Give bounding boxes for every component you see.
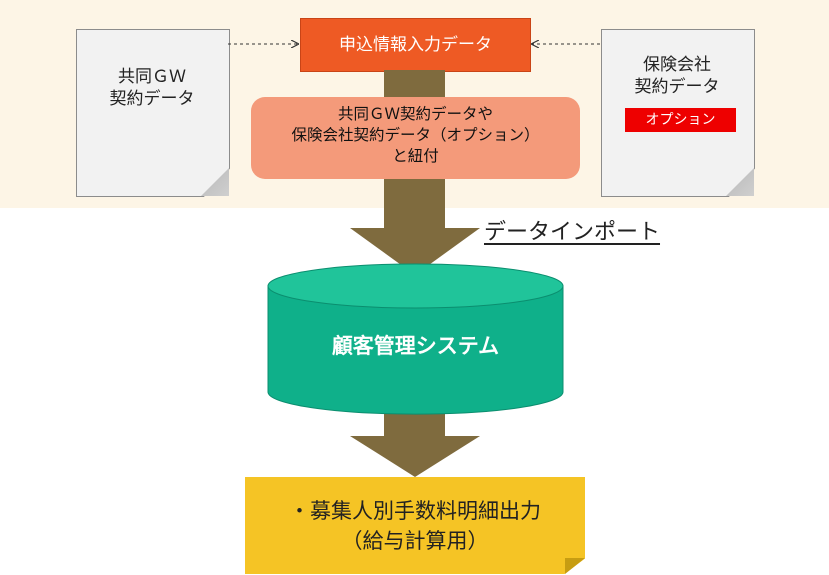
output-arrow [350, 410, 480, 477]
output-note [245, 477, 585, 574]
import-arrow [350, 179, 480, 275]
data-link-box: 共同ＧＷ契約データや 保険会社契約データ（オプション） と紐付 [251, 97, 580, 179]
output-note-line-2: （給与計算用） [341, 529, 489, 553]
upper-connector-arrow [384, 70, 445, 97]
application-input-data-box: 申込情報入力データ [300, 18, 531, 72]
data-link-line-3: と紐付 [392, 147, 439, 165]
output-note-line-1: ・募集人別手数料明細出力 [289, 499, 541, 523]
shared-gw-contract-line-2: 契約データ [109, 89, 195, 109]
insurer-contract-line-2: 契約データ [634, 77, 720, 97]
output-note-text: ・募集人別手数料明細出力 （給与計算用） [245, 496, 585, 556]
insurer-contract-label: 保険会社 契約データ [601, 54, 753, 98]
insurer-contract-line-1: 保険会社 [643, 55, 711, 75]
shared-gw-contract-line-1: 共同ＧＷ [118, 67, 186, 87]
option-tag: オプション [625, 108, 736, 132]
data-import-label: データインポート [484, 220, 661, 245]
shared-gw-contract-label: 共同ＧＷ 契約データ [76, 66, 228, 110]
customer-management-system-label: 顧客管理システム [331, 334, 500, 358]
data-link-line-1: 共同ＧＷ契約データや [337, 105, 493, 123]
database-cylinder [267, 263, 564, 415]
data-link-line-2: 保険会社契約データ（オプション） [291, 126, 540, 144]
shared-gw-contract-doc [76, 29, 230, 197]
